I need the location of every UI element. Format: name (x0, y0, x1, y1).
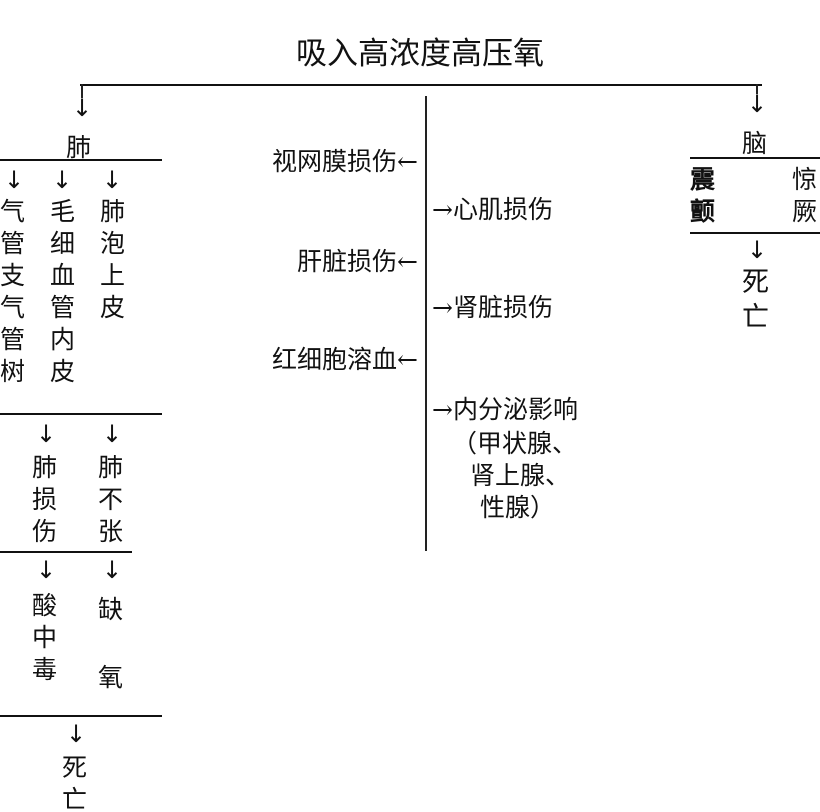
endocrine-effect: →内分泌影响 (432, 395, 578, 424)
divider (0, 551, 132, 553)
lung-injury: 肺损伤 (32, 453, 58, 546)
tremor: 震颤 (690, 165, 716, 226)
kidney-injury: →肾脏损伤 (432, 293, 553, 322)
myocardial-injury: →心肌损伤 (432, 195, 553, 224)
endocrine-detail: （甲状腺、 (452, 429, 578, 458)
convulsion: 惊厥 (792, 165, 818, 226)
lung-label: 肺 (66, 133, 92, 162)
divider (0, 715, 162, 717)
top-branch-line (80, 84, 762, 86)
arrow-down-icon: ↓ (747, 90, 768, 118)
hypoxia-part1: 缺 (98, 595, 124, 624)
arrow-down-icon: ↓ (72, 94, 93, 122)
brain-label: 脑 (742, 129, 768, 158)
hypoxia-part2: 氧 (98, 663, 124, 692)
lung-death: 死亡 (62, 753, 88, 812)
retina-injury: 视网膜损伤← (272, 147, 418, 176)
systemic-line (425, 96, 427, 551)
arrow-down-icon: ↓ (66, 720, 87, 748)
atelectasis: 肺不张 (98, 453, 124, 546)
endocrine-detail: 肾上腺、 (470, 461, 571, 490)
arrow-down-icon: ↓ (102, 556, 123, 584)
arrow-down-icon: ↓ (52, 166, 73, 194)
arrow-down-icon: ↓ (4, 166, 25, 194)
connector (756, 84, 758, 94)
connector (81, 84, 83, 98)
arrow-down-icon: ↓ (36, 420, 57, 448)
branch-alveolar: 肺泡上皮 (100, 197, 126, 322)
arrow-down-icon: ↓ (102, 166, 123, 194)
arrow-down-icon: ↓ (36, 556, 57, 584)
hemolysis: 红细胞溶血← (272, 345, 418, 374)
arrow-down-icon: ↓ (747, 236, 768, 264)
acidosis: 酸中毒 (32, 591, 58, 684)
divider (690, 232, 820, 234)
branch-airway: 气管支气管树 (0, 197, 26, 386)
endocrine-detail: 性腺） (480, 493, 556, 522)
diagram-title: 吸入高浓度高压氧 (296, 36, 544, 72)
divider (0, 413, 162, 415)
brain-death: 死亡 (742, 267, 769, 333)
arrow-down-icon: ↓ (102, 420, 123, 448)
divider (690, 157, 820, 159)
liver-injury: 肝脏损伤← (297, 247, 418, 276)
branch-capillary: 毛细血管内皮 (50, 197, 76, 386)
divider (0, 159, 162, 161)
